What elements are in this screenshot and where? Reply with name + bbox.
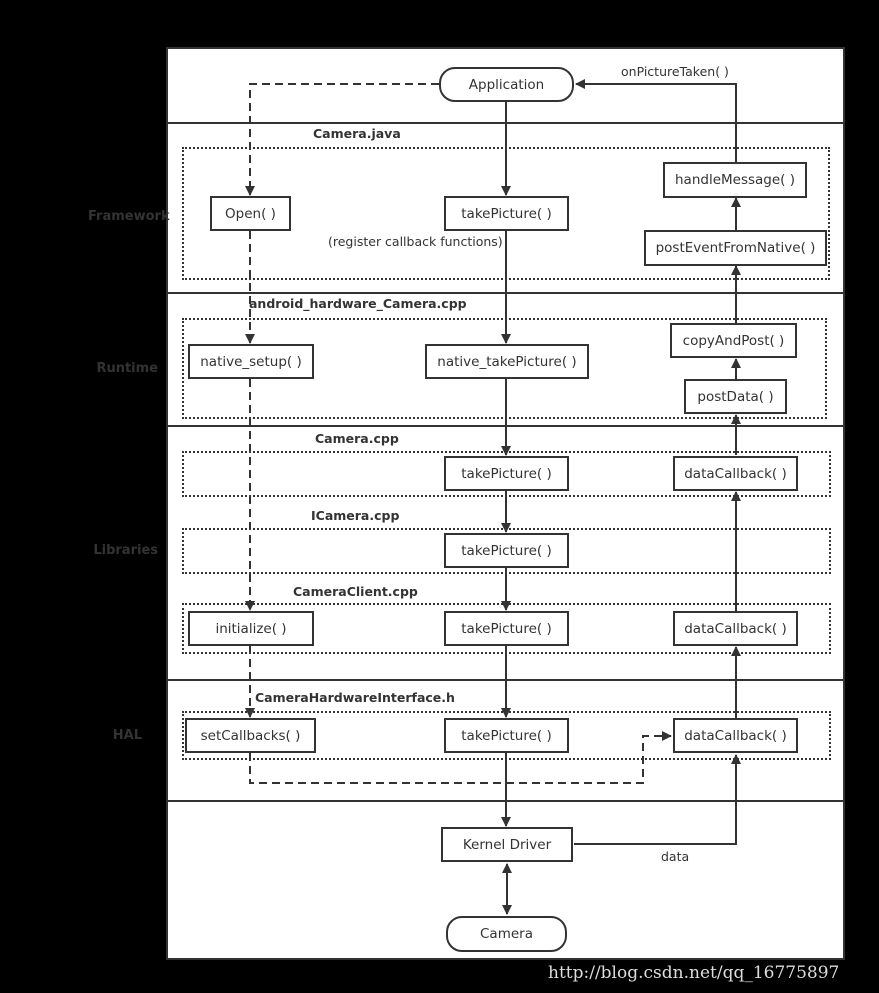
layer-label-libraries: Libraries [93, 543, 158, 558]
node-take-picture-java: takePicture( ) [444, 196, 569, 231]
note-data: data [661, 849, 690, 864]
node-open: Open( ) [210, 196, 291, 231]
node-native-take-picture: native_takePicture( ) [425, 344, 589, 379]
layer-label-runtime: Runtime [96, 361, 158, 376]
note-on-picture-taken: onPictureTaken( ) [621, 64, 729, 79]
group-title-camera-java: Camera.java [313, 126, 401, 141]
node-copy-and-post: copyAndPost( ) [670, 323, 797, 358]
layer-label-framework: Framework [88, 209, 170, 224]
node-initialize: initialize( ) [188, 611, 314, 646]
node-handle-message: handleMessage( ) [663, 162, 807, 198]
node-kernel-driver: Kernel Driver [441, 827, 573, 862]
node-take-picture-hal: takePicture( ) [444, 718, 569, 753]
node-application: Application [439, 67, 574, 102]
node-camera: Camera [446, 916, 567, 952]
node-data-callback-hal: dataCallback( ) [673, 718, 798, 753]
node-set-callbacks: setCallbacks( ) [185, 718, 316, 753]
watermark-url: http://blog.csdn.net/qq_16775897 [548, 963, 840, 983]
node-data-callback-camera-cpp: dataCallback( ) [673, 456, 798, 491]
node-post-event-from-native: postEventFromNative( ) [644, 230, 827, 266]
group-title-camera-hw-interface: CameraHardwareInterface.h [255, 690, 455, 705]
group-title-camera-cpp: Camera.cpp [315, 431, 399, 446]
note-register-callbacks: (register callback functions) [328, 234, 503, 249]
group-title-icamera-cpp: ICamera.cpp [311, 508, 400, 523]
group-android-hardware-camera [182, 318, 827, 419]
layer-label-hal: HAL [112, 728, 142, 743]
group-title-android-hardware-camera: android_hardware_Camera.cpp [249, 296, 467, 311]
node-take-picture-client: takePicture( ) [444, 611, 569, 646]
node-data-callback-client: dataCallback( ) [673, 611, 798, 646]
node-post-data: postData( ) [684, 379, 787, 414]
node-native-setup: native_setup( ) [188, 344, 314, 379]
node-take-picture-camera-cpp: takePicture( ) [444, 456, 569, 491]
node-take-picture-icamera: takePicture( ) [444, 533, 569, 568]
group-title-camera-client-cpp: CameraClient.cpp [293, 584, 418, 599]
